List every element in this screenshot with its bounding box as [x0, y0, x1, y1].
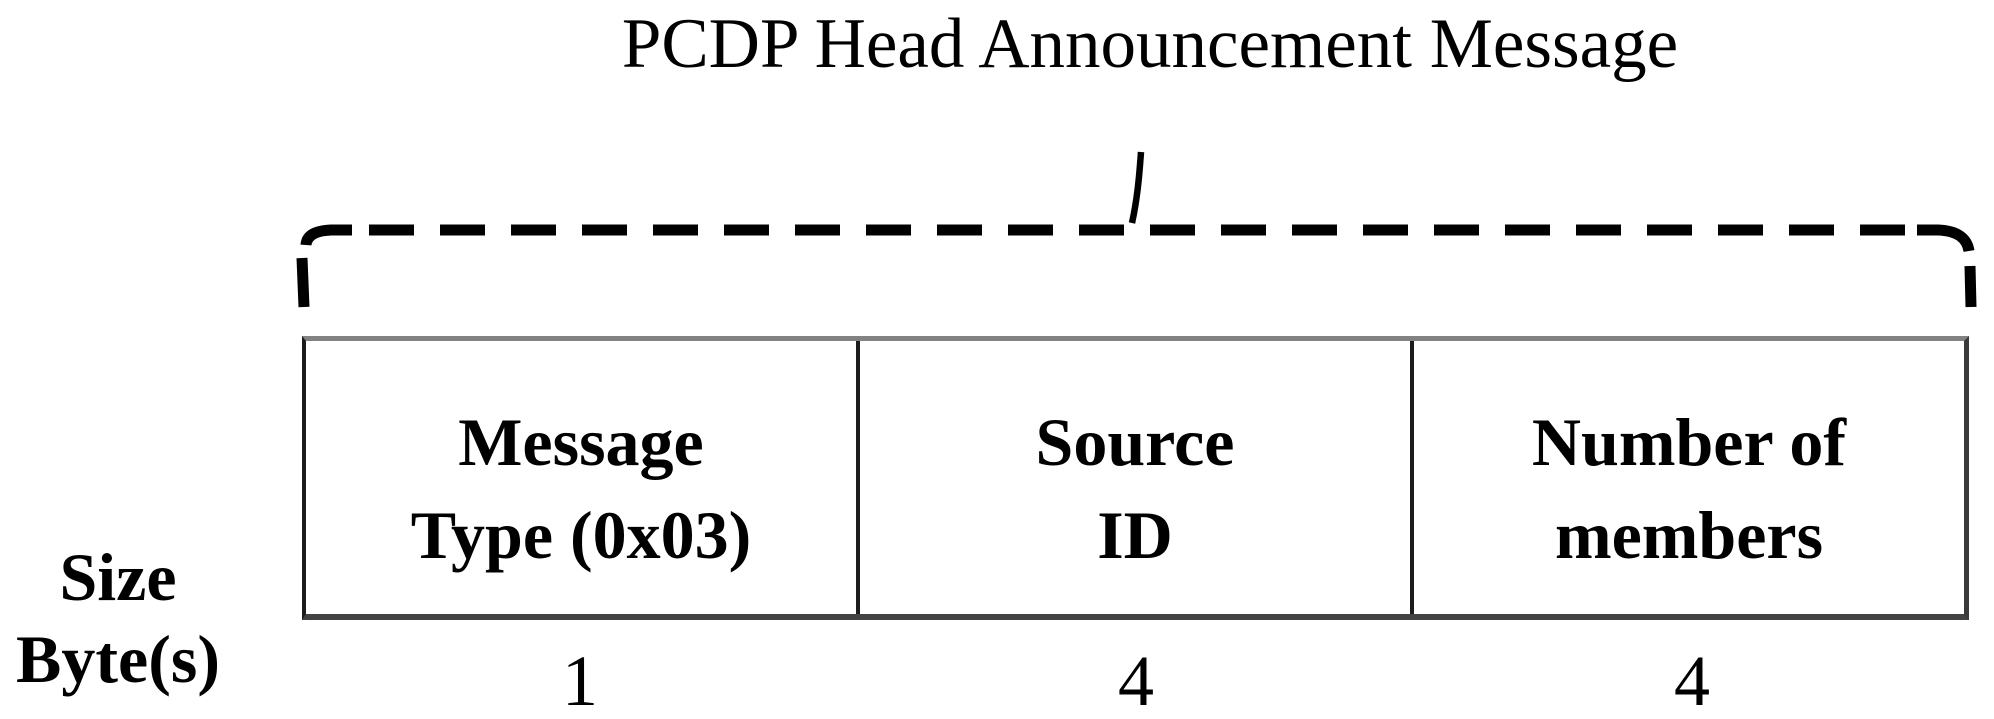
field-message-type-line2: Type (0x03) [410, 496, 752, 573]
field-source-id: Source ID [856, 341, 1410, 614]
brace-right-hook [1964, 265, 1977, 308]
packet-structure-table: Message Type (0x03) Source ID Number of … [302, 336, 1969, 620]
field-message-type: Message Type (0x03) [306, 341, 856, 614]
figure-title: PCDP Head Announcement Message [621, 5, 1679, 83]
field-message-type-line1: Message [458, 404, 704, 481]
brace-left-hook [296, 257, 310, 308]
brace-center-tick [1128, 151, 1145, 224]
byte-count-message-type: 1 [562, 641, 598, 719]
field-number-of-members-line2: members [1554, 496, 1824, 573]
field-source-id-line1: Source [1035, 404, 1235, 481]
byte-count-source-id: 4 [1118, 641, 1154, 719]
field-number-of-members: Number of members [1410, 341, 1964, 614]
brace-left-corner [300, 224, 352, 246]
brace-right-corner [1917, 224, 1975, 253]
size-label: Size [59, 539, 177, 615]
field-source-id-line2: ID [1097, 496, 1173, 573]
byte-count-number-of-members: 4 [1674, 641, 1710, 719]
size-axis-label: Size Byte(s) [0, 537, 236, 700]
field-number-of-members-line1: Number of [1531, 404, 1847, 481]
bytes-label: Byte(s) [16, 620, 220, 697]
